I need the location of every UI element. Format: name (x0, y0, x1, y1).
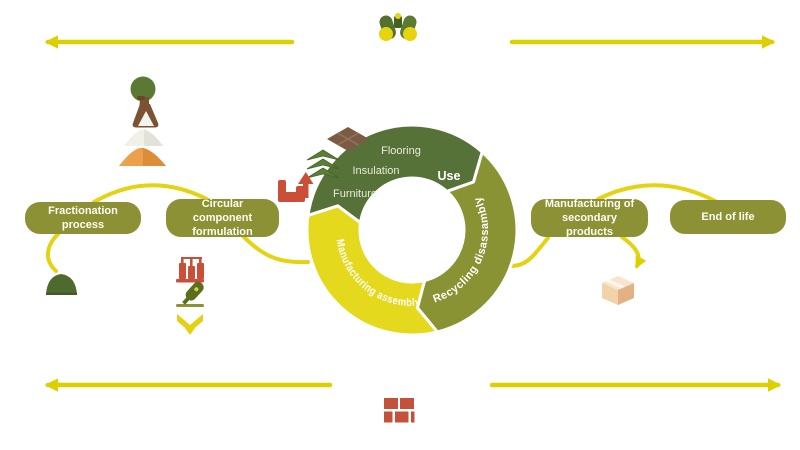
insulation-stack-icon (306, 149, 340, 179)
white-powder-icon (124, 129, 163, 146)
ring-segment-use (306, 123, 484, 225)
pill-manufacturing-secondary-products: Manufacturing of secondary products (531, 197, 648, 239)
bricks-icon (384, 398, 415, 423)
pill-endoflife-label: End of life (701, 210, 755, 223)
pill-fractionation-process: Fractionation process (25, 202, 141, 234)
flooring-tile-icon (327, 127, 369, 151)
loader-icon (278, 172, 314, 202)
arc-formulation-to-ring (240, 233, 310, 265)
arc-secondary-to-endoflife (596, 183, 719, 204)
down-arrow-icon (177, 314, 203, 335)
pill-end-of-life: End of life (670, 200, 786, 234)
pill-fractionation-label: Fractionation process (48, 204, 118, 231)
flask-icon (132, 96, 159, 128)
arc-fractionation-to-formulation (92, 183, 216, 205)
ring-segment-recycling (415, 150, 519, 334)
use-item-flooring: Flooring (381, 145, 421, 157)
factory-icon (176, 257, 204, 283)
arc-fractionation-to-mound (46, 232, 60, 273)
binoculars-icon (379, 13, 417, 41)
arc-secondary-to-box (620, 235, 647, 269)
ring-segment-manufacturing (305, 204, 439, 337)
cardboard-box-icon (602, 276, 634, 305)
arc-ring-to-secondary (508, 236, 550, 268)
pill-secondary-label: Manufacturing of secondary products (544, 197, 635, 239)
use-item-furniture: Furniture (333, 188, 377, 200)
orange-powder-icon (119, 147, 166, 166)
use-item-insulation: Insulation (352, 165, 399, 177)
resin-bottle-icon (176, 281, 204, 307)
pill-formulation-label: Circular component formulation (192, 197, 253, 239)
ring-label-use: Use (438, 169, 461, 183)
pill-circular-component-formulation: Circular component formulation (166, 197, 279, 239)
circular-ring (305, 123, 519, 337)
biomass-mound-icon (46, 274, 77, 295)
